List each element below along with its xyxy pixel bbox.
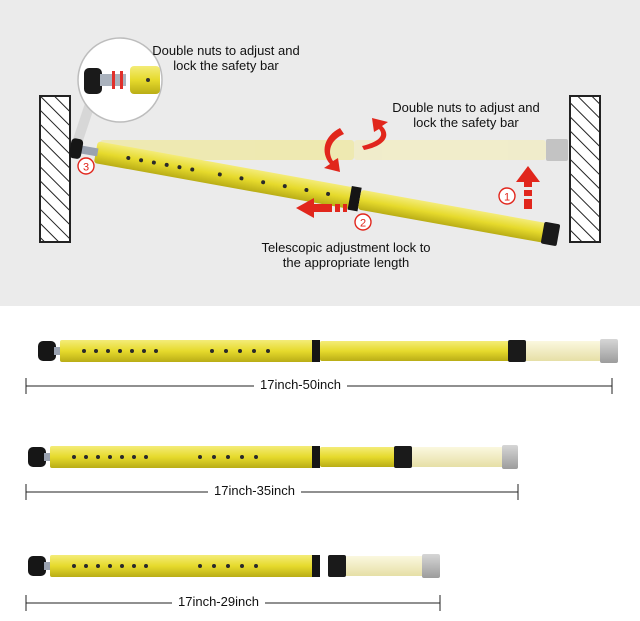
range-label-long: 17inch-50inch bbox=[254, 377, 347, 392]
step-badge-2: 2 bbox=[354, 213, 372, 231]
nut-callout-zoom bbox=[77, 37, 163, 123]
bar-long bbox=[38, 339, 618, 363]
step-number-3: 3 bbox=[83, 162, 89, 174]
left-arrow-icon bbox=[296, 198, 347, 218]
range-label-medium: 17inch-35inch bbox=[208, 483, 301, 498]
rotation-arrows bbox=[324, 118, 388, 172]
step-badge-3: 3 bbox=[77, 157, 95, 175]
label-nuts-right: Double nuts to adjust and lock the safet… bbox=[392, 100, 540, 130]
angled-safety-bar bbox=[69, 138, 561, 246]
label-telescopic: Telescopic adjustment lock to the approp… bbox=[261, 240, 431, 270]
adjust-holes bbox=[126, 155, 331, 196]
step-number-1: 1 bbox=[504, 192, 510, 204]
step-number-2: 2 bbox=[360, 218, 366, 230]
callout-line bbox=[73, 102, 95, 142]
range-label-short: 17inch-29inch bbox=[172, 594, 265, 609]
left-wall bbox=[39, 95, 71, 243]
bar-short bbox=[28, 554, 440, 578]
up-arrow-icon bbox=[516, 166, 540, 209]
callout-label-nuts: Double nuts to adjust and lock the safet… bbox=[152, 43, 300, 73]
bar-medium bbox=[28, 445, 518, 469]
right-wall bbox=[569, 95, 601, 243]
step-badge-1: 1 bbox=[498, 187, 516, 205]
